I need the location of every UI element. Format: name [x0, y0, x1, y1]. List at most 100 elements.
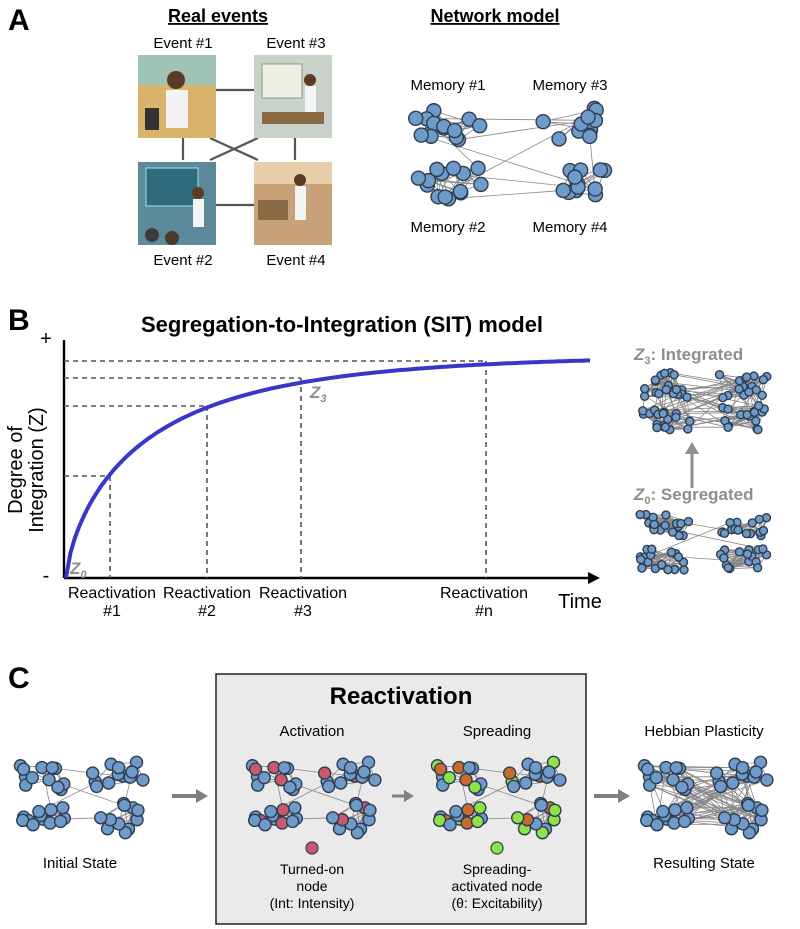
- network-node: [264, 804, 278, 819]
- network-node: [734, 547, 745, 557]
- network-node: [257, 770, 271, 785]
- network-node: [671, 412, 681, 423]
- network-node: [742, 826, 757, 840]
- tick-reactivation-n-num: #n: [475, 603, 493, 620]
- y-axis-label-line1: Degree of: [5, 426, 27, 514]
- network-node: [758, 526, 769, 536]
- real-events-title: Real events: [168, 6, 268, 26]
- network-node: [723, 562, 733, 573]
- network-node: [656, 804, 670, 819]
- network-node: [652, 422, 662, 433]
- hebbian-title: Hebbian Plasticity: [644, 723, 764, 740]
- network-edge: [656, 414, 748, 425]
- resulting-state-label: Resulting State: [653, 855, 755, 872]
- event-connections: [181, 88, 297, 207]
- network-node: [446, 122, 463, 139]
- reactivation-title: Reactivation: [330, 683, 473, 710]
- spreading-network: [430, 755, 567, 840]
- network-edge: [448, 190, 564, 200]
- panel-c-label: C: [8, 662, 30, 695]
- tick-reactivation-1: Reactivation: [68, 585, 156, 602]
- guide-lines: [64, 360, 487, 578]
- spreading-legend-dot: [490, 841, 504, 855]
- network-node: [528, 761, 543, 775]
- event-image-1: [138, 55, 216, 138]
- event-image-4: [254, 162, 332, 245]
- network-node: [669, 761, 683, 775]
- tick-reactivation-2-num: #2: [198, 603, 216, 620]
- network-node: [542, 765, 556, 779]
- tick-reactivation-1-num: #1: [103, 603, 121, 620]
- network-node: [535, 826, 550, 840]
- network-node: [410, 170, 427, 186]
- network-node: [683, 424, 693, 434]
- network-node: [654, 388, 664, 399]
- network-node: [734, 384, 744, 394]
- network-node: [51, 780, 65, 794]
- network-node: [461, 803, 475, 817]
- tick-reactivation-3: Reactivation: [259, 585, 347, 602]
- integrated-network: [638, 368, 772, 435]
- network-node: [635, 509, 645, 520]
- network-node: [317, 766, 332, 780]
- network-node: [519, 776, 533, 790]
- network-node: [661, 510, 671, 520]
- y-minus: -: [43, 565, 50, 587]
- network-node: [443, 818, 457, 832]
- network-node: [749, 765, 763, 779]
- network-node: [747, 518, 758, 528]
- tick-reactivation-n: Reactivation: [440, 585, 528, 602]
- network-node: [26, 818, 40, 832]
- network-node: [661, 384, 671, 395]
- network-node: [429, 161, 445, 178]
- turned-on-legend-dot: [305, 841, 319, 855]
- activation-network: [245, 755, 382, 840]
- network-node: [640, 383, 650, 394]
- event-image-3: [254, 55, 332, 138]
- x-tick-labels: Reactivation #1 Reactivation #2 Reactiva…: [68, 585, 528, 620]
- spreading-label-2: activated node: [451, 878, 542, 894]
- network-node: [749, 407, 760, 418]
- turned-on-label-3: (Int: Intensity): [270, 895, 355, 911]
- network-node: [742, 372, 752, 382]
- network-edge: [676, 413, 758, 430]
- network-node: [89, 779, 104, 794]
- event-4-label: Event #4: [266, 252, 325, 269]
- network-node: [473, 176, 489, 193]
- network-node: [459, 773, 473, 787]
- turned-on-label-1: Turned-on: [280, 861, 344, 877]
- tick-reactivation-2: Reactivation: [163, 585, 251, 602]
- network-node: [125, 765, 139, 779]
- network-node: [741, 798, 756, 813]
- network-node: [437, 189, 453, 205]
- network-node: [511, 811, 525, 825]
- panel-a-label: A: [8, 4, 30, 37]
- network-node: [470, 160, 486, 176]
- network-node: [680, 801, 694, 815]
- x-axis-label: Time: [558, 591, 602, 613]
- network-node: [553, 773, 567, 787]
- network-node: [647, 544, 657, 554]
- network-node: [667, 527, 678, 537]
- z0-segregated-label: Z0: Segregated: [633, 485, 754, 507]
- network-node: [449, 804, 463, 819]
- sit-title: Segregation-to-Integration (SIT) model: [141, 312, 543, 337]
- network-node: [752, 563, 763, 573]
- network-node: [671, 384, 682, 395]
- network-node: [85, 766, 100, 780]
- network-node: [673, 552, 684, 562]
- network-edge: [421, 134, 578, 184]
- network-node: [473, 801, 487, 815]
- panel-b-label: B: [8, 304, 30, 337]
- network-node: [580, 109, 596, 125]
- integration-arrowhead: [685, 442, 699, 454]
- network-node: [719, 553, 729, 563]
- network-node: [117, 798, 132, 813]
- network-node: [326, 811, 340, 825]
- event-3-label: Event #3: [266, 35, 325, 52]
- network-node: [44, 803, 58, 817]
- network-node: [639, 391, 650, 402]
- resulting-state-network: [637, 755, 774, 840]
- flow-arrow-1: [172, 789, 208, 803]
- network-node: [587, 181, 603, 197]
